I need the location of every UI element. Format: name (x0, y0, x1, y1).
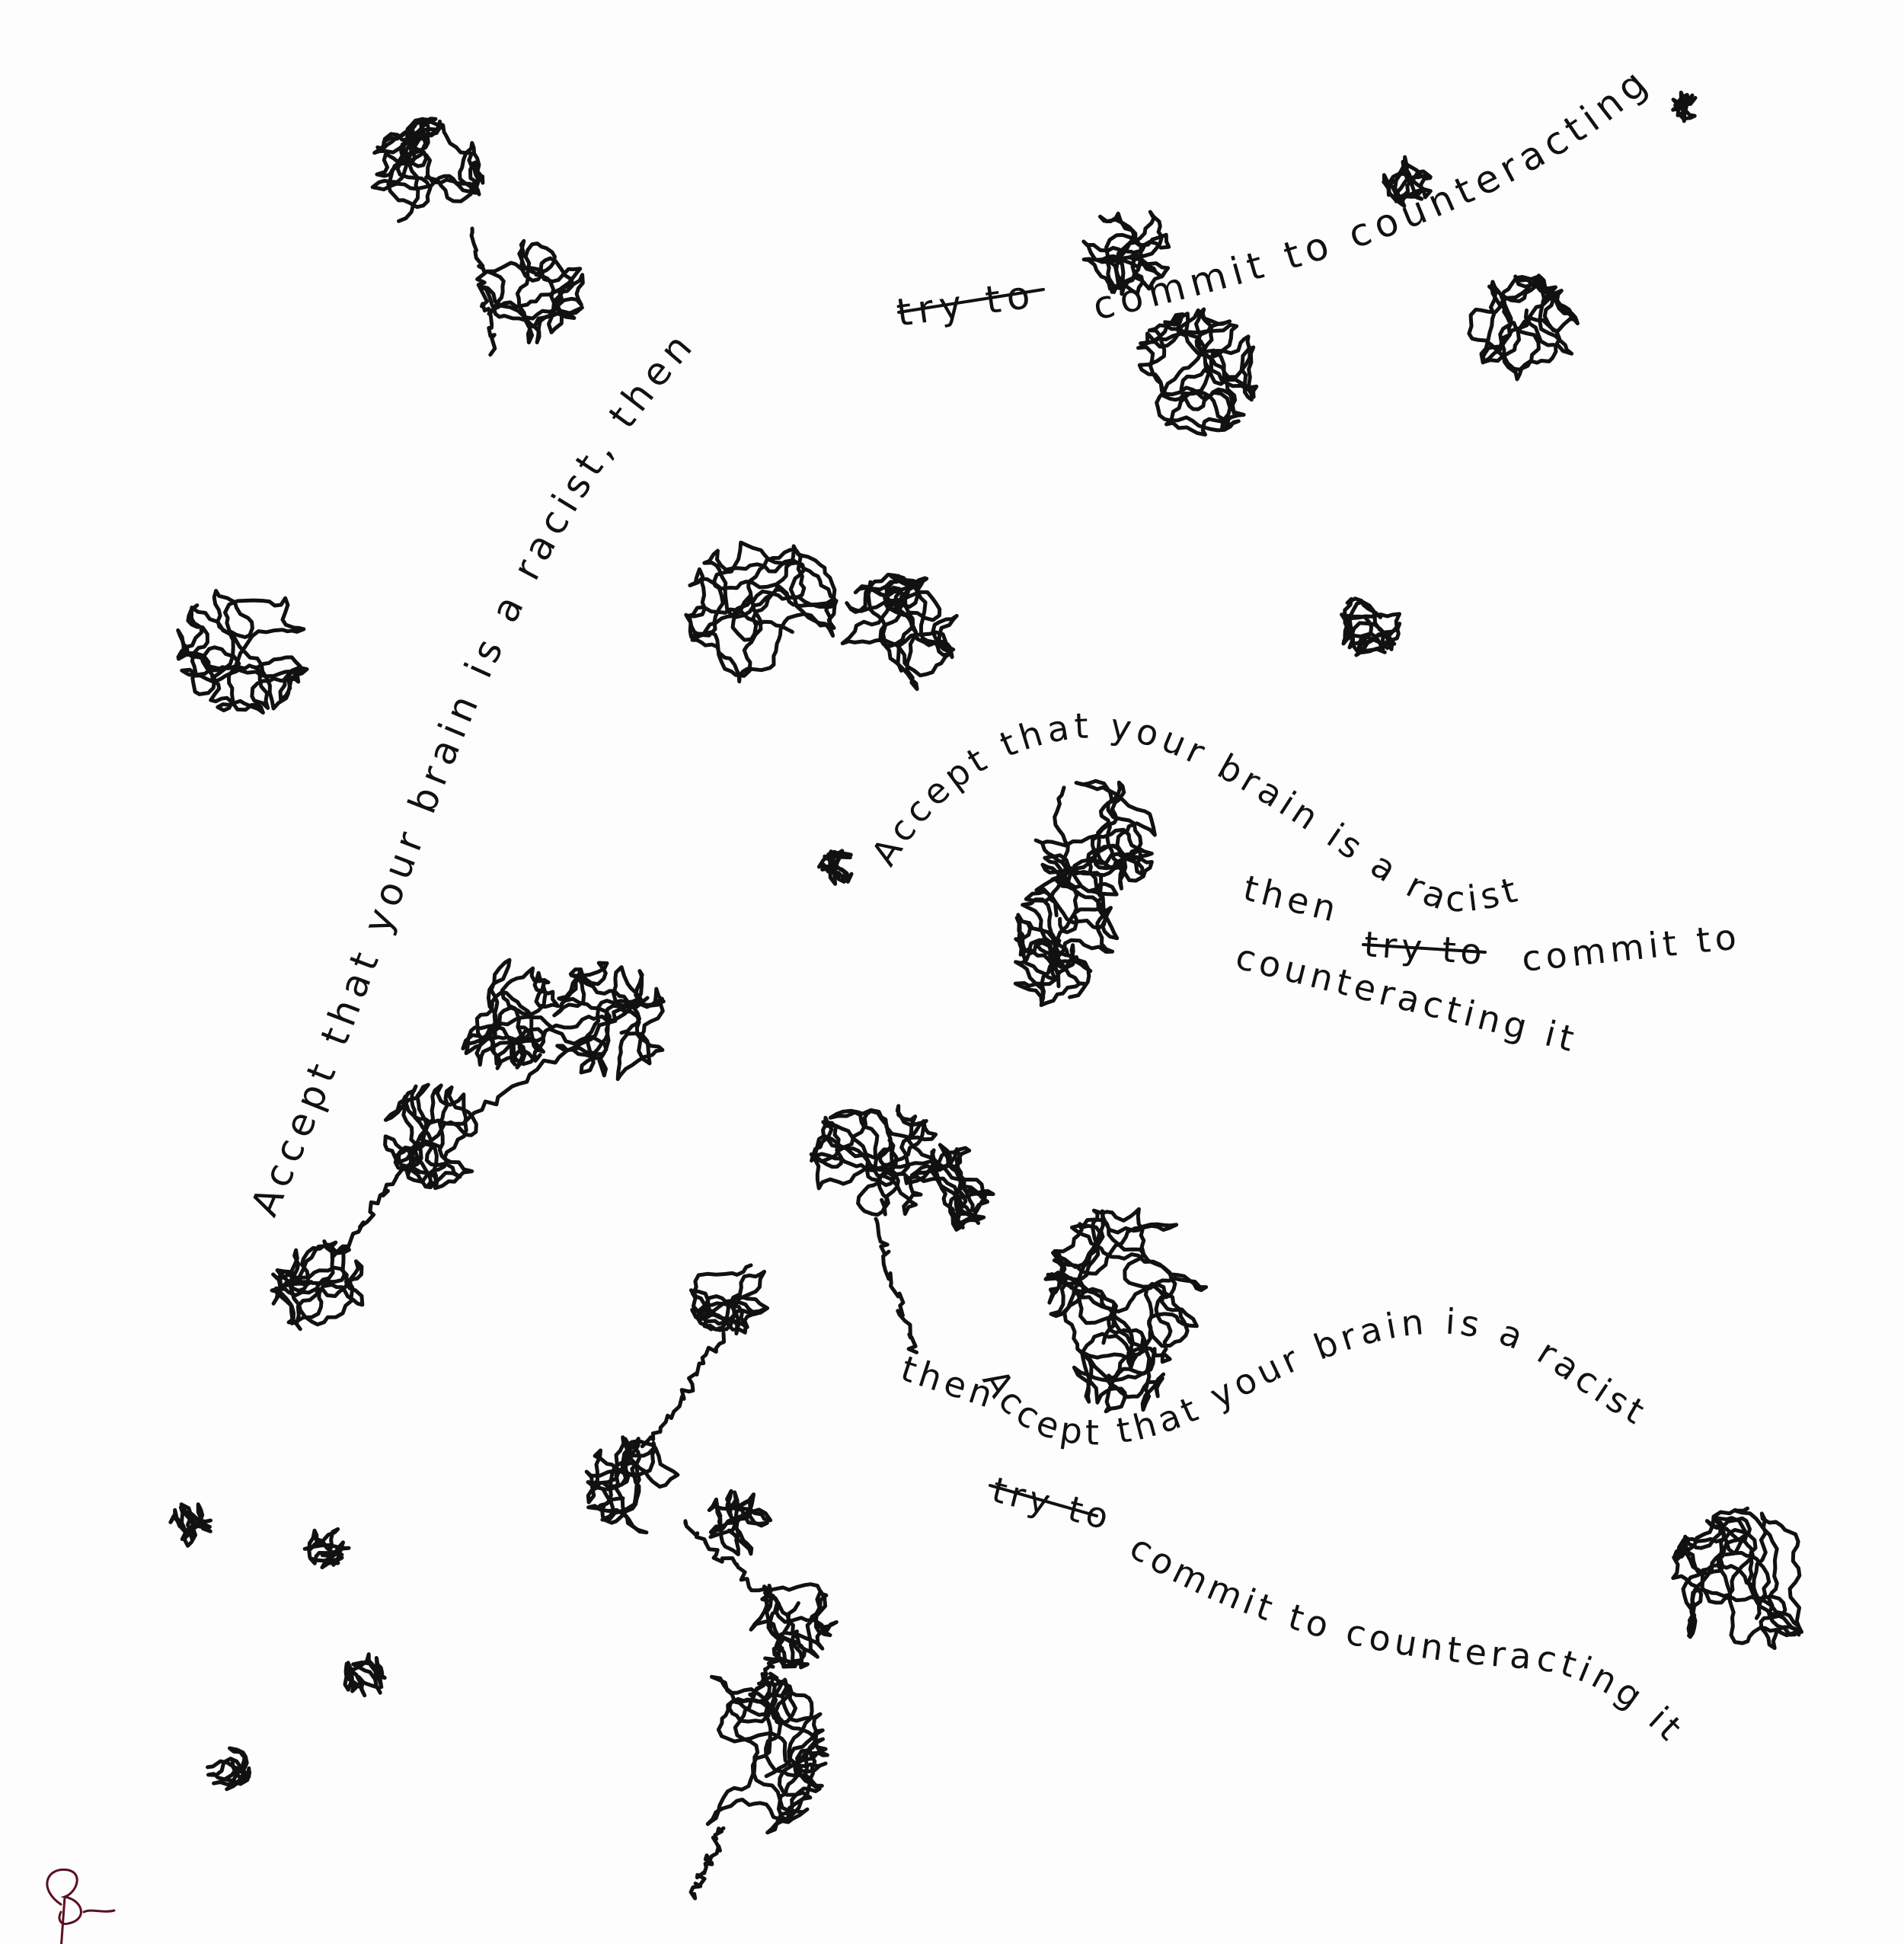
scribble-connector (688, 1826, 726, 1901)
scribble-cluster (684, 540, 839, 684)
scribble-cluster (1467, 273, 1580, 382)
scribble-cluster (749, 1582, 839, 1670)
scribble-cluster (1382, 155, 1433, 208)
scribble-cluster (479, 238, 585, 345)
phrase-second-line1: Accept that your brain is a racist (863, 705, 1525, 919)
scribble-cluster (1671, 1506, 1803, 1650)
phrase-third-line2: commit to counteracting it (1123, 1527, 1693, 1751)
strikethrough-line (897, 288, 1045, 314)
scribble-cluster (343, 1652, 387, 1698)
scribble-clusters (168, 91, 1803, 1901)
scribble-connector (748, 1635, 787, 1699)
scribble-cluster (176, 589, 309, 715)
scribble-cluster (816, 849, 854, 886)
phrase-second: Accept that your brain is a racist then … (863, 705, 1743, 1060)
strikethrough-line (1362, 943, 1487, 954)
phrase-third: Accept that your brain is a racist then … (896, 1301, 1693, 1751)
scribble-cluster (809, 1104, 939, 1217)
phrase-first-line2: commit to counteracting it (0, 0, 1660, 329)
phrase-first-struck: try to (894, 272, 1039, 335)
phrase-first-line1: Accept that your brain is a racist, then (242, 321, 704, 1223)
scribble-cluster (1013, 937, 1091, 1007)
scribble-cluster (370, 117, 485, 223)
phrase-third-then: then (896, 1348, 1002, 1417)
scribble-cluster (461, 958, 561, 1070)
scribble-cluster (1671, 91, 1698, 123)
scribble-cluster (1340, 596, 1402, 657)
scribble-cluster (689, 1263, 770, 1336)
scribble-cluster (705, 1671, 829, 1835)
scribble-cluster (1072, 1332, 1166, 1414)
scribble-cluster (1081, 209, 1171, 296)
artist-signature (46, 1869, 116, 1944)
scribble-cluster (383, 1082, 478, 1191)
scribble-cluster (206, 1746, 252, 1792)
scribble-connector (683, 1519, 771, 1603)
phrase-third-line1: Accept that your brain is a racist (975, 1301, 1656, 1453)
scribble-connector (640, 1331, 726, 1449)
scribble-connector (469, 226, 497, 357)
scribble-cluster (548, 961, 666, 1082)
scribble-cluster (707, 1488, 773, 1556)
scribble-cluster (1033, 779, 1157, 897)
scribble-cluster (903, 1143, 995, 1232)
scribble-cluster (1014, 875, 1120, 982)
scribble-connector (420, 996, 650, 1145)
strikethrough-line (989, 1484, 1098, 1517)
scribble-connector (874, 1217, 918, 1354)
scribble-cluster (302, 1527, 351, 1570)
scribble-connector (330, 1140, 429, 1260)
scribble-cluster (270, 1239, 365, 1332)
scribble-cluster (584, 1435, 680, 1535)
scribble-cluster (1043, 1207, 1209, 1370)
scribble-cluster (1136, 307, 1259, 436)
scribble-cluster (168, 1502, 212, 1548)
scribble-cluster (840, 572, 959, 692)
phrase-second-line2: commit to (1520, 916, 1743, 980)
phrase-second-then: then (1239, 867, 1344, 931)
